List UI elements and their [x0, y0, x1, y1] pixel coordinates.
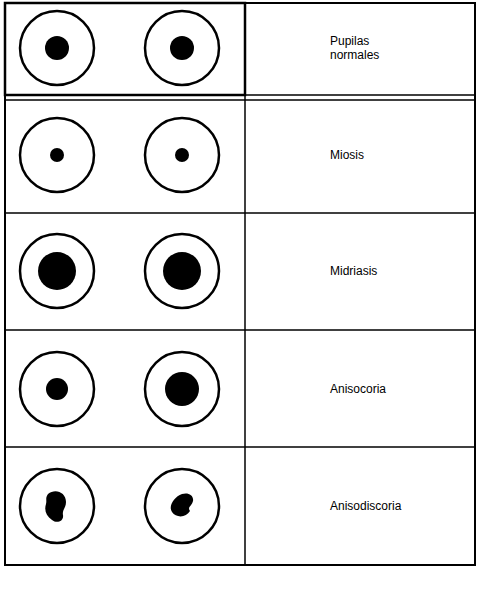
eye-outline	[145, 469, 219, 543]
table-cell-label: Anisodiscoria	[330, 499, 392, 513]
row-divider	[5, 212, 475, 214]
column-divider	[244, 3, 246, 565]
table-grid	[5, 3, 475, 565]
pupil	[175, 148, 189, 162]
eye-outline	[145, 11, 219, 85]
irregular-pupil	[171, 493, 193, 516]
table-cell-label: Midriasis	[330, 264, 392, 278]
pupil	[170, 36, 194, 60]
eye-outline	[20, 469, 94, 543]
eye-outline	[20, 11, 94, 85]
eye-outline	[20, 118, 94, 192]
pupil	[46, 378, 68, 400]
pupils	[38, 36, 201, 522]
pupil	[38, 252, 76, 290]
row-divider	[5, 99, 475, 101]
table-cell-label: Miosis	[330, 148, 392, 162]
table-cell-label: Anisocoria	[330, 382, 392, 396]
pupil	[50, 148, 64, 162]
pupil	[163, 252, 201, 290]
row-divider	[5, 446, 475, 448]
eye-outline	[20, 234, 94, 308]
eye-outline	[145, 352, 219, 426]
table-border	[5, 3, 475, 565]
eye-outline	[145, 118, 219, 192]
pupil	[165, 372, 199, 406]
row-divider	[5, 329, 475, 331]
eye-outline	[145, 234, 219, 308]
eye-outlines	[20, 11, 219, 543]
table-cell-label: Pupilas normales	[330, 34, 392, 63]
cell-border	[5, 3, 245, 95]
row-divider	[5, 94, 475, 96]
irregular-pupil	[45, 491, 66, 522]
pupil	[45, 36, 69, 60]
eye-outline	[20, 352, 94, 426]
